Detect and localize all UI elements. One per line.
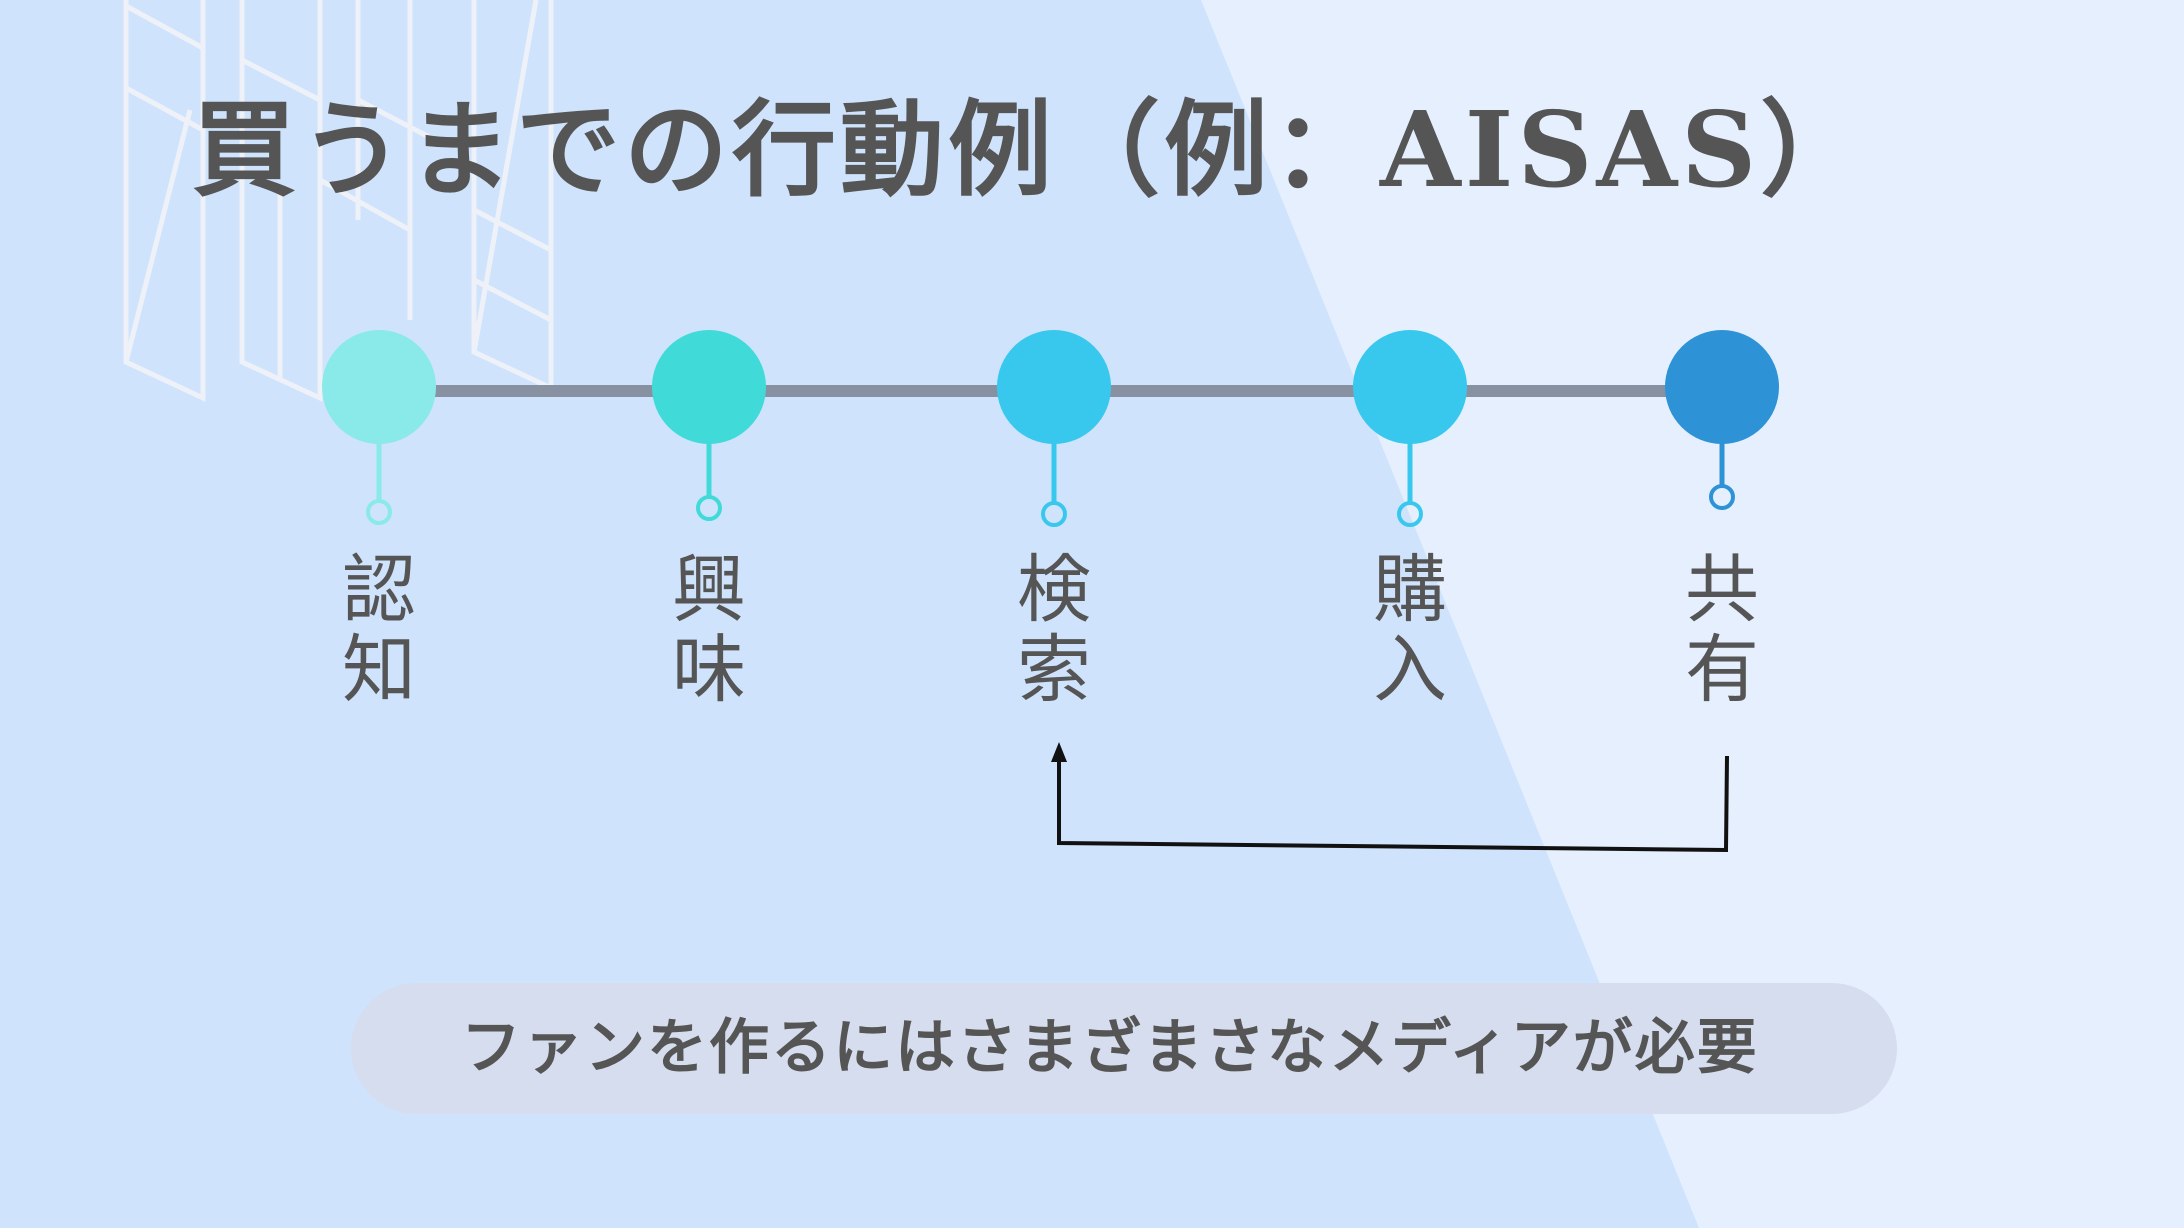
step-label-char: 知 xyxy=(342,627,416,713)
step-label-char: 味 xyxy=(672,627,746,713)
step-circle xyxy=(652,330,766,444)
step-label: 共有 xyxy=(1677,550,1767,710)
loop-arrow xyxy=(1051,742,1729,853)
step-circle xyxy=(1665,330,1779,444)
step-label-char: 興 xyxy=(672,547,746,633)
step-label-char: 入 xyxy=(1373,627,1447,713)
step-label-char: 認 xyxy=(342,547,416,633)
step-ring xyxy=(1709,484,1735,510)
step-label-char: 共 xyxy=(1685,547,1759,633)
step-label: 認知 xyxy=(334,550,424,710)
step-label-char: 検 xyxy=(1017,547,1091,633)
step-label-char: 購 xyxy=(1373,547,1447,633)
message-text: ファンを作るにはさまざまさなメディアが必要 xyxy=(461,1013,1759,1083)
step-stem xyxy=(1407,437,1413,504)
page-title: 買うまでの行動例（例：AISAS） xyxy=(192,88,1869,211)
step-stem xyxy=(706,437,712,498)
wireframe-building-decoration xyxy=(123,0,554,402)
step-label-char: 索 xyxy=(1017,627,1091,713)
step-label: 興味 xyxy=(664,550,754,710)
step-label: 購入 xyxy=(1365,550,1455,710)
step-circle xyxy=(997,330,1111,444)
step-stem xyxy=(1051,437,1057,504)
step-ring xyxy=(1041,501,1067,527)
step-label: 検索 xyxy=(1009,550,1099,710)
message-pill: ファンを作るにはさまざまさなメディアが必要 xyxy=(351,983,1897,1114)
step-ring xyxy=(696,495,722,521)
step-circle xyxy=(322,330,436,444)
step-ring xyxy=(366,499,392,525)
step-label-char: 有 xyxy=(1685,627,1759,713)
step-ring xyxy=(1397,501,1423,527)
step-circle xyxy=(1353,330,1467,444)
step-stem xyxy=(376,437,382,502)
light-diagonal-panel xyxy=(1201,0,2184,1228)
step-stem xyxy=(1719,437,1725,487)
arrowhead-icon xyxy=(1051,742,1067,762)
